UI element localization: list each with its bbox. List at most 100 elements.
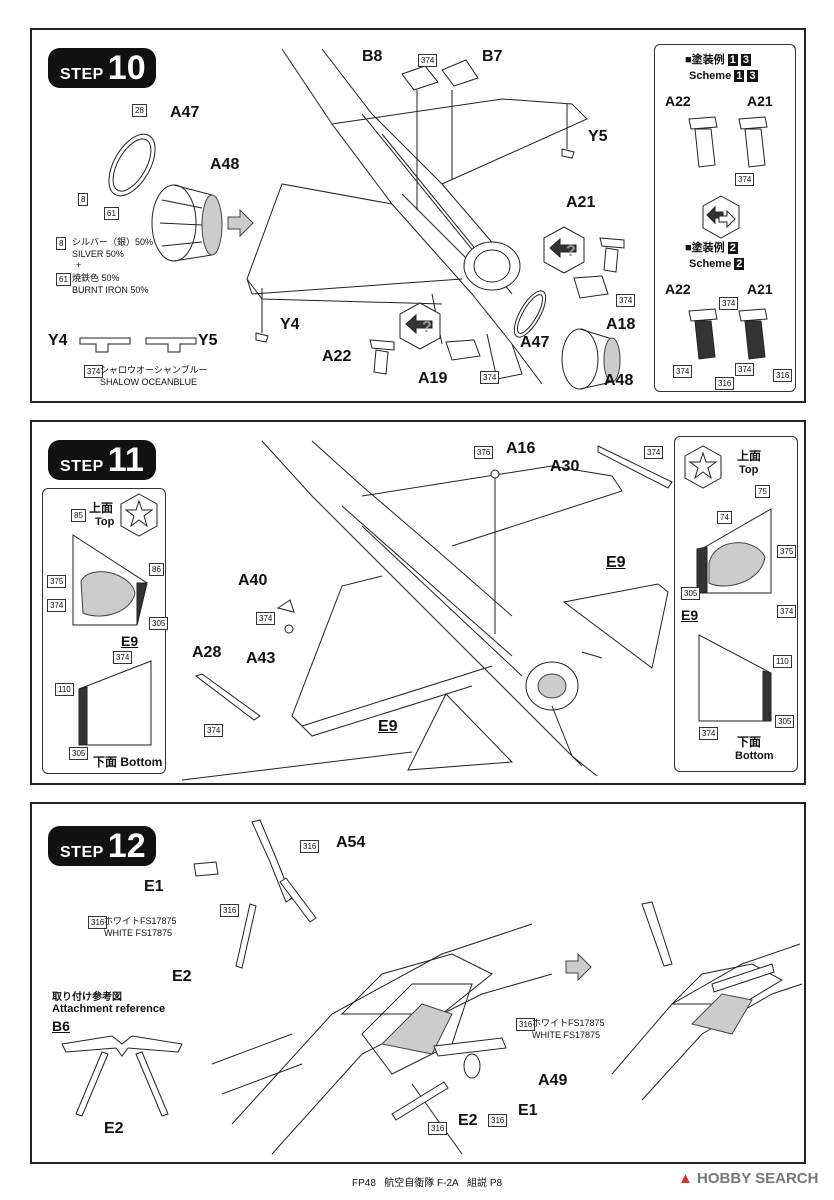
scheme-part-a22-illustration xyxy=(688,116,718,168)
top-view-icon xyxy=(684,445,722,489)
paint-code: 375 xyxy=(777,545,797,558)
part-label-y4-legend: Y4 xyxy=(48,332,68,349)
paint-code: 374 xyxy=(113,651,133,664)
cockpit-completed-drawing xyxy=(611,901,803,1101)
color-note-blue-jp: シャロウオーシャンブルー xyxy=(100,365,208,375)
paint-code: 374 xyxy=(418,54,438,67)
paint-code: 316 xyxy=(715,377,735,390)
paint-code: 374 xyxy=(719,297,739,310)
part-label-a22: A22 xyxy=(322,348,352,365)
aircraft-underside-drawing xyxy=(261,440,623,777)
part-a49-illustration xyxy=(433,1037,507,1079)
part-label-e2-c: E2 xyxy=(104,1120,124,1137)
paint-code: 8 xyxy=(78,193,89,206)
part-e2-b-illustration xyxy=(391,1081,449,1121)
part-label-a43: A43 xyxy=(246,650,276,667)
paint-code: 374 xyxy=(735,363,755,376)
page-number: 組説 P8 xyxy=(467,1178,503,1189)
elevon-right-drawing xyxy=(562,583,669,669)
scheme-part-a21: A21 xyxy=(747,93,773,109)
part-label-a30: A30 xyxy=(550,458,580,475)
paint-code: 374 xyxy=(256,612,276,625)
paint-code: 28 xyxy=(132,104,147,117)
step11-badge: STEP 11 xyxy=(48,440,156,480)
scheme-part-a22-b-illustration xyxy=(688,308,718,360)
product-code: FP48 xyxy=(352,1178,376,1189)
color-note-white-jp-2: ホワイトFS17875 xyxy=(532,1018,605,1028)
page-footer: FP48 航空自衛隊 F-2A 組説 P8 xyxy=(352,1174,502,1189)
bottom-label-en: Bottom xyxy=(735,750,774,762)
paint-code: 74 xyxy=(717,511,732,524)
elevon-right-box: 上面 Top 75 74 375 305 374 E9 110 374 305 … xyxy=(674,436,798,772)
step11-panel: STEP 11 上面 Top 85 86 375 374 305 E9 374 … xyxy=(30,420,806,785)
watermark: ▲ HOBBY SEARCH xyxy=(678,1170,819,1187)
top-label-en: Top xyxy=(95,516,115,528)
part-label-a47: A47 xyxy=(170,104,200,121)
part-label-b6: B6 xyxy=(52,1018,70,1034)
part-label-e1: E1 xyxy=(144,878,164,895)
product-title: 航空自衛隊 F-2A xyxy=(384,1178,459,1189)
paint-code: 374 xyxy=(47,599,67,612)
part-label-a21: A21 xyxy=(566,194,596,211)
top-surface-drawing xyxy=(72,534,148,626)
paint-code: 61 xyxy=(56,273,71,286)
color-note-plus: + xyxy=(76,260,82,270)
paint-code: 110 xyxy=(773,655,792,668)
part-label-y5: Y5 xyxy=(588,128,608,145)
top-label-jp: 上面 xyxy=(737,449,762,463)
y4-legend-shape xyxy=(79,337,131,353)
leader-line-y4 xyxy=(255,288,269,343)
part-a21-illustration xyxy=(599,237,625,273)
part-b7-illustration xyxy=(441,59,479,87)
scheme-part-a21-b-illustration xyxy=(738,308,768,360)
paint-code: 8 xyxy=(56,237,67,250)
bottom-label: 下面 Bottom xyxy=(93,755,163,769)
part-label-e9-bottom: E9 xyxy=(378,718,398,735)
part-label-a28: A28 xyxy=(192,644,222,661)
paint-code: 374 xyxy=(673,365,693,378)
part-label-b8: B8 xyxy=(362,48,383,65)
reference-hexagon-icon: ? xyxy=(399,302,441,350)
paint-code: 110 xyxy=(55,683,74,696)
step11-number: 11 xyxy=(107,441,144,479)
scheme-heading-1-en: Scheme 1 3 xyxy=(689,70,758,82)
paint-code: 305 xyxy=(149,617,169,630)
bottom-surface-drawing xyxy=(78,660,152,746)
paint-code: 374 xyxy=(699,727,719,740)
y5-legend-shape xyxy=(145,337,197,353)
paint-code: 374 xyxy=(777,605,797,618)
part-a43-illustration xyxy=(284,624,294,634)
part-b8-illustration xyxy=(401,65,439,91)
leader-line-y5 xyxy=(561,104,575,159)
step12-panel: STEP 12 316 xyxy=(30,802,806,1164)
part-label-y5-legend: Y5 xyxy=(198,332,218,349)
color-note-silver-jp: シルバー（銀）50% xyxy=(72,237,154,247)
bottom-label-jp: 下面 xyxy=(737,735,762,749)
part-label-a47-b: A47 xyxy=(520,334,550,351)
e9-label: E9 xyxy=(121,633,139,649)
paint-code: 316 xyxy=(516,1018,536,1031)
part-a16-illustration xyxy=(490,469,500,634)
part-label-y4: Y4 xyxy=(280,316,300,333)
part-a40-illustration xyxy=(276,599,295,613)
paint-code: 374 xyxy=(480,371,500,384)
paint-code: 316 xyxy=(300,840,320,853)
cockpit-drawing xyxy=(211,923,553,1155)
part-label-a48-b: A48 xyxy=(604,372,634,389)
paint-code: 375 xyxy=(47,575,67,588)
reference-hexagon-icon: ? xyxy=(543,226,585,274)
color-note-burnt-jp: 焼鉄色 50% xyxy=(72,273,120,283)
exhaust-nozzle-illustration xyxy=(151,184,223,262)
scheme-part-a21-illustration xyxy=(738,116,768,168)
part-label-a49: A49 xyxy=(538,1072,568,1089)
top-view-icon xyxy=(120,493,158,537)
attachment-ref-en: Attachment reference xyxy=(52,1003,166,1015)
leader-line-e9 xyxy=(181,751,413,781)
arrow-right-icon xyxy=(227,208,254,238)
engine-ring-illustration xyxy=(513,290,547,338)
part-label-a54: A54 xyxy=(336,834,366,851)
step10-badge: STEP 10 xyxy=(48,48,156,88)
elevon-bottom-drawing xyxy=(407,693,514,771)
paint-code: 86 xyxy=(149,563,164,576)
step10-number: 10 xyxy=(107,49,146,87)
